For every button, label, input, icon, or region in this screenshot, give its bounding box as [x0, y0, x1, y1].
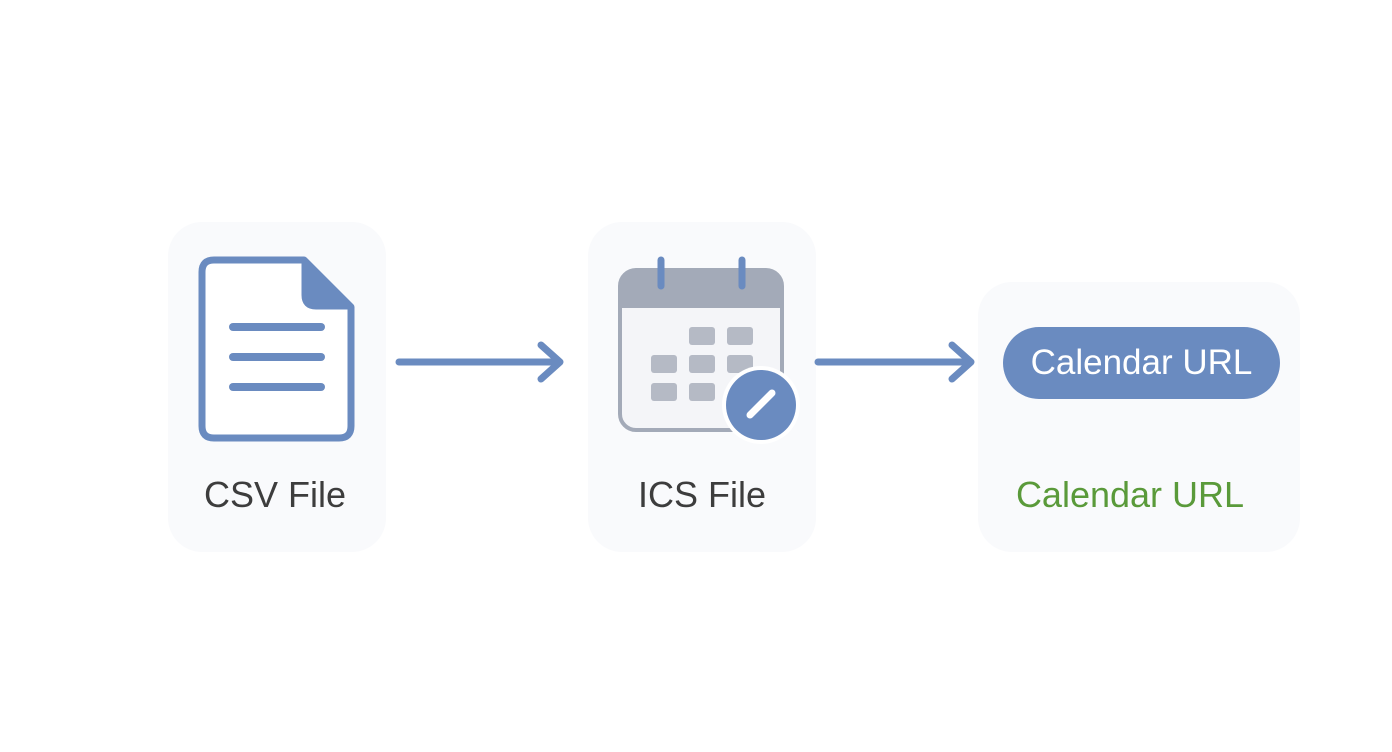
document-icon [198, 256, 355, 442]
arrow-right-icon [814, 341, 975, 383]
arrow-right-icon [395, 341, 564, 383]
csv-file-label: CSV File [203, 474, 347, 515]
ics-file-label: ICS File [637, 474, 767, 515]
calendar-edit-icon [618, 256, 800, 444]
calendar-url-label: Calendar URL [1015, 474, 1245, 515]
calendar-url-pill: Calendar URL [1003, 327, 1280, 399]
